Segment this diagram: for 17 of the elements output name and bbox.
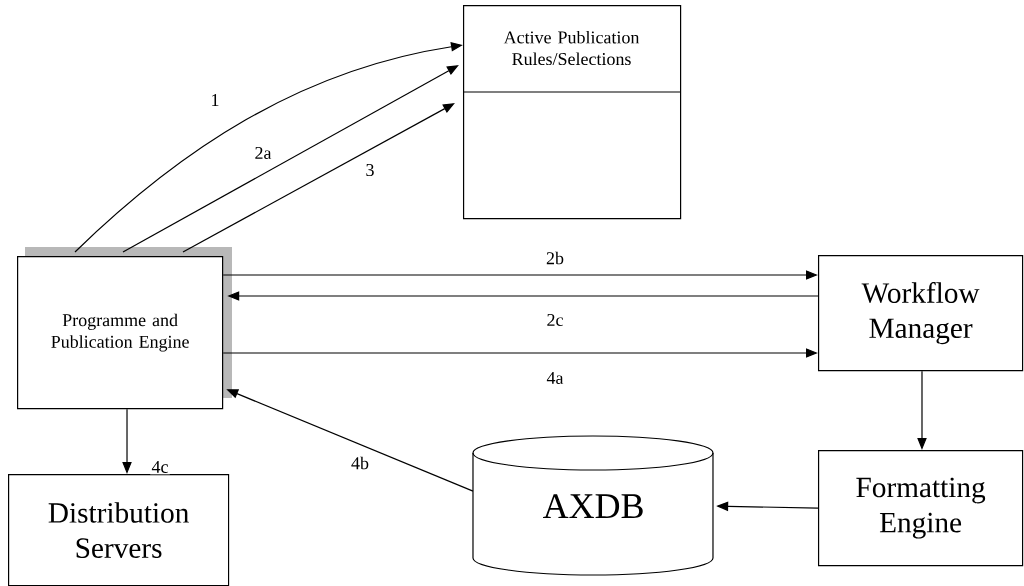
database-cylinder: AXDB — [472, 435, 714, 576]
process-box: Workflow Manager — [818, 255, 1024, 372]
process-box: Distribution Servers — [8, 474, 230, 586]
engine-box: Programme and Publication Engine — [17, 247, 232, 410]
edge-label: 2c — [545, 312, 565, 328]
arrow — [182, 103, 455, 253]
rules-box: Active Publication Rules/Selections — [462, 5, 682, 220]
edge-label: 3 — [364, 162, 376, 178]
edge-label: 4a — [545, 370, 565, 386]
edge-label: 2a — [253, 145, 273, 161]
arrow — [122, 65, 459, 253]
edge-label: 4c — [150, 459, 170, 475]
node-label: AXDB — [543, 494, 643, 519]
edge-label: 2b — [544, 250, 566, 266]
edge-label: 1 — [209, 92, 221, 108]
process-box: Formatting Engine — [818, 450, 1024, 567]
edge-label: 4b — [349, 455, 371, 471]
